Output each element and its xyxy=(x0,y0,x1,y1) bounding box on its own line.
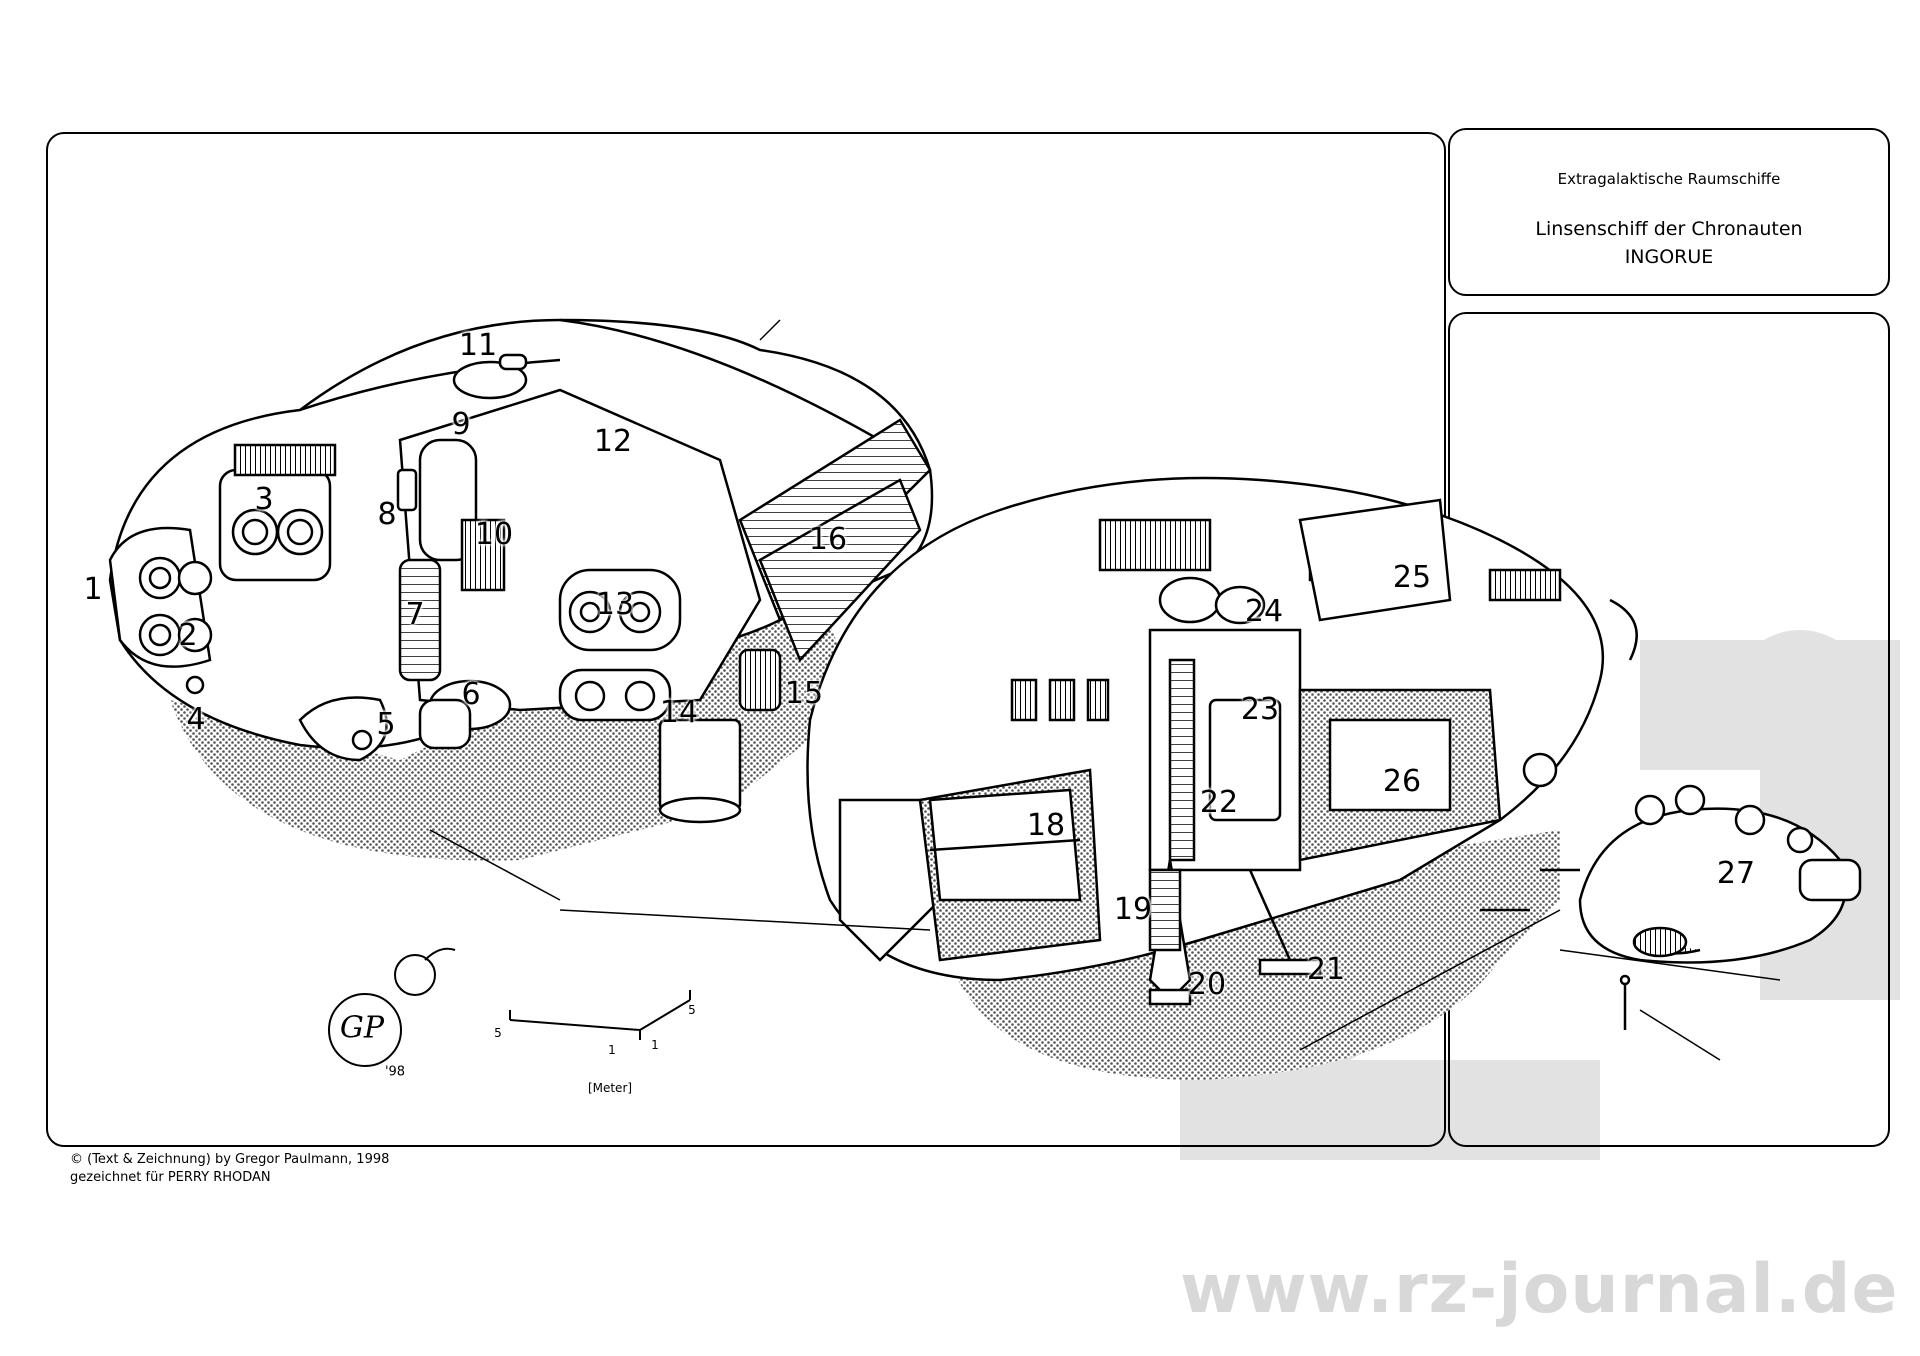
callout-24: 24 xyxy=(1244,594,1284,629)
watermark-text: www.rz-journal.de xyxy=(1180,1250,1899,1329)
callout-23: 23 xyxy=(1240,692,1280,727)
scale-tick-1-bottom: 1 xyxy=(608,1043,616,1057)
credit-line-1: © (Text & Zeichnung) by Gregor Paulmann,… xyxy=(70,1152,390,1167)
callout-9: 9 xyxy=(451,407,471,442)
signature-initials: GP xyxy=(339,1010,385,1046)
ground-shadow-right xyxy=(940,830,1560,1080)
callout-3: 3 xyxy=(254,482,274,517)
callout-14: 14 xyxy=(659,695,699,730)
callout-19: 19 xyxy=(1113,892,1153,927)
scale-bar xyxy=(509,990,691,1040)
artist-signature xyxy=(328,947,456,1067)
callout-4: 4 xyxy=(186,702,206,737)
callout-6: 6 xyxy=(461,677,481,712)
callout-26: 26 xyxy=(1382,764,1422,799)
callout-21: 21 xyxy=(1306,952,1346,987)
title-ship-type: Linsenschiff der Chronauten xyxy=(1535,218,1803,240)
signature-year: '98 xyxy=(384,1064,406,1080)
callout-10: 10 xyxy=(474,517,514,552)
title-box: Extragalaktische Raumschiffe Linsenschif… xyxy=(1448,128,1890,296)
credit-line-2: gezeichnet für PERRY RHODAN xyxy=(70,1170,271,1185)
callout-5: 5 xyxy=(376,707,396,742)
callout-18: 18 xyxy=(1026,808,1066,843)
callout-13: 13 xyxy=(595,587,635,622)
title-category: Extragalaktische Raumschiffe xyxy=(1557,170,1781,188)
callout-2: 2 xyxy=(178,618,198,653)
callout-8: 8 xyxy=(377,497,397,532)
scale-tick-5-right: 5 xyxy=(688,1003,696,1017)
right-ship-hull xyxy=(806,476,1638,1006)
callout-12: 12 xyxy=(593,424,633,459)
callout-1: 1 xyxy=(83,572,103,607)
left-ship-hull xyxy=(108,318,934,824)
callout-25: 25 xyxy=(1392,560,1432,595)
callout-20: 20 xyxy=(1187,967,1227,1002)
callout-11: 11 xyxy=(458,328,498,363)
callout-16: 16 xyxy=(808,522,848,557)
small-craft xyxy=(1480,784,1862,1030)
callout-7: 7 xyxy=(405,597,425,632)
construction-lines xyxy=(429,319,1781,1061)
scale-tick-1-right: 1 xyxy=(651,1038,659,1052)
scale-tick-5-left: 5 xyxy=(494,1026,502,1040)
scale-unit-label: [Meter] xyxy=(587,1081,633,1095)
callout-15: 15 xyxy=(784,676,824,711)
callout-27: 27 xyxy=(1716,856,1756,891)
callout-22: 22 xyxy=(1199,785,1239,820)
title-ship-name: INGORUE xyxy=(1624,246,1714,268)
